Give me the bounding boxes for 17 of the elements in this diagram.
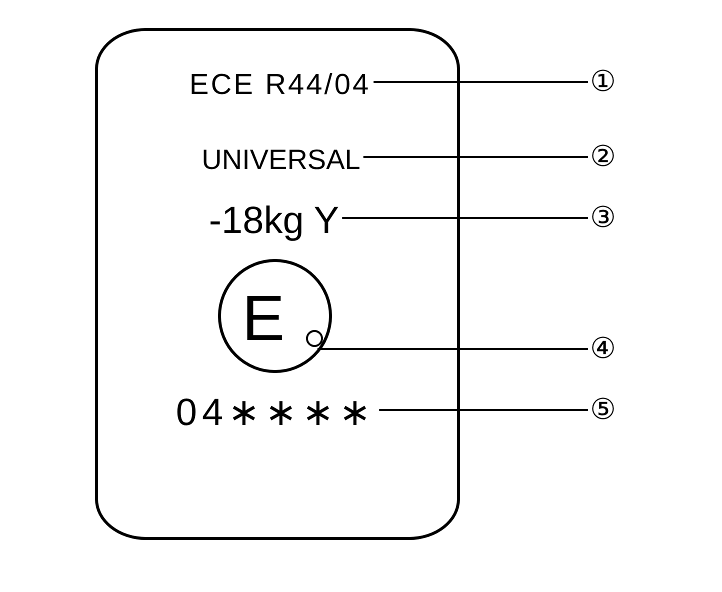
callout-number: ③ [590,204,616,232]
standard-text: ECE R44/04 [189,70,371,100]
callout-number: ④ [590,334,616,364]
leader-line [363,156,588,158]
category-text: UNIVERSAL [202,146,360,174]
callout-number: ② [590,142,616,172]
callout-number: ① [590,68,616,96]
callout-number: ⑤ [590,396,616,424]
mark-letter: E [242,286,285,350]
mass-group-text: -18kg Y [208,202,340,240]
label-card [95,28,460,540]
approval-mark [218,259,332,373]
leader-line [379,409,588,411]
leader-line [317,348,588,350]
approval-number: 04∗∗∗∗ [176,394,376,432]
leader-line [342,217,588,219]
leader-line [374,81,588,83]
